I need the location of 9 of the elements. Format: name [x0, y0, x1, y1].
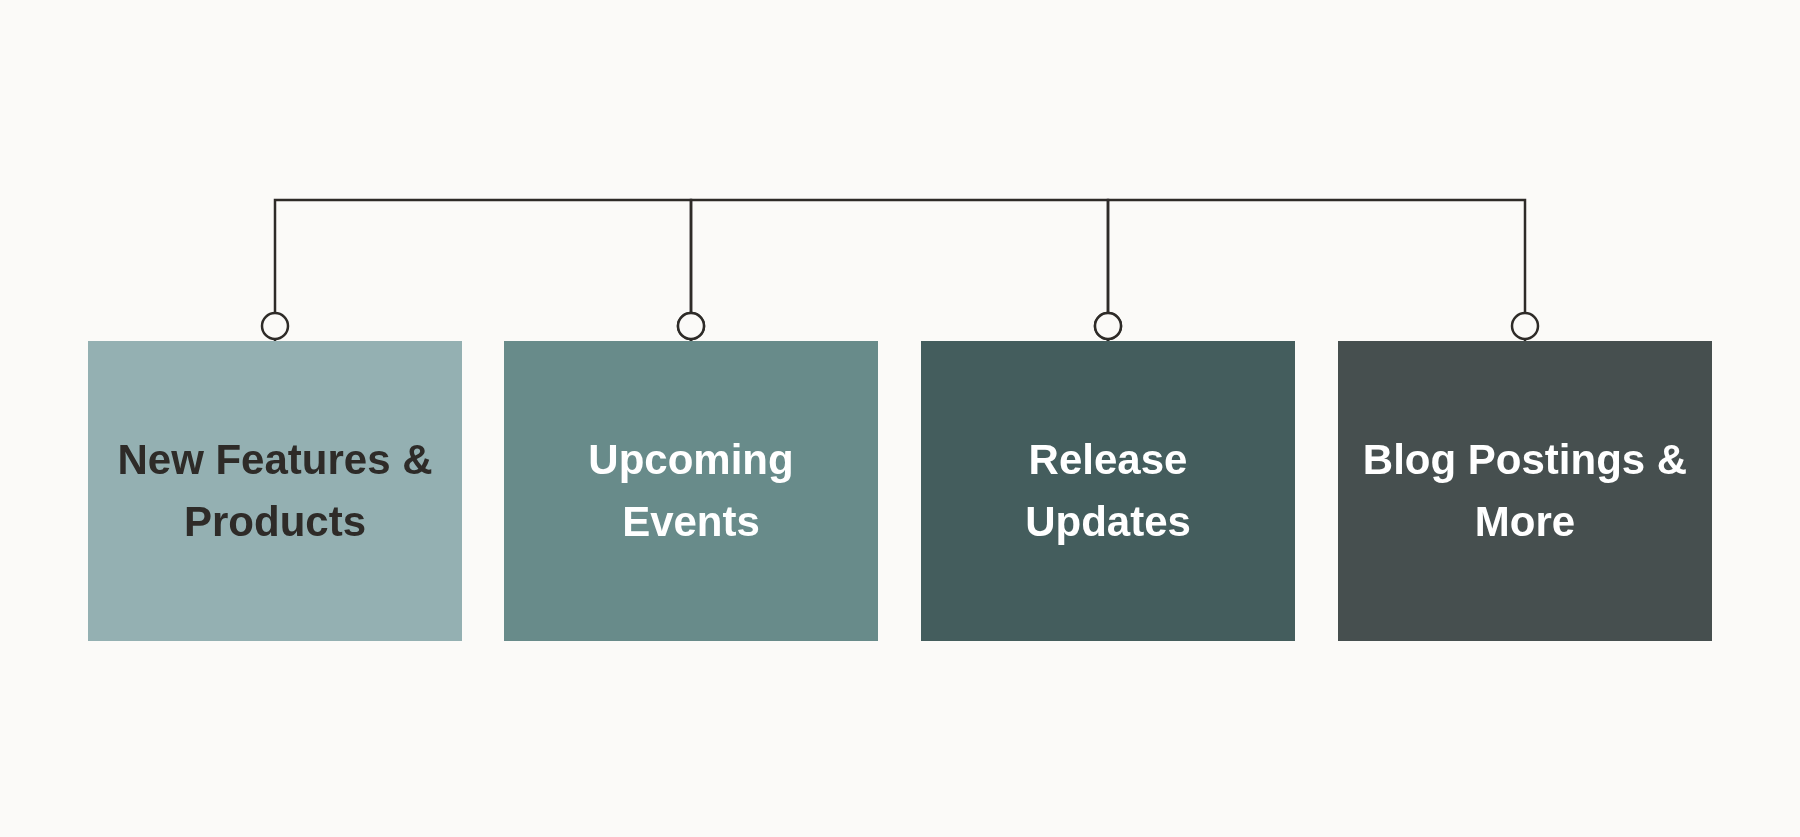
box-title: Upcoming Events	[587, 435, 795, 547]
category-box	[921, 341, 1295, 641]
category-box	[88, 341, 462, 641]
category-box	[1338, 341, 1712, 641]
box-title: Release Updates	[1024, 435, 1192, 547]
category-box	[504, 341, 878, 641]
connector-line	[1093, 198, 1540, 341]
box-title: New Features & Products	[116, 435, 434, 547]
box-title: Blog Postings & More	[1362, 435, 1688, 547]
